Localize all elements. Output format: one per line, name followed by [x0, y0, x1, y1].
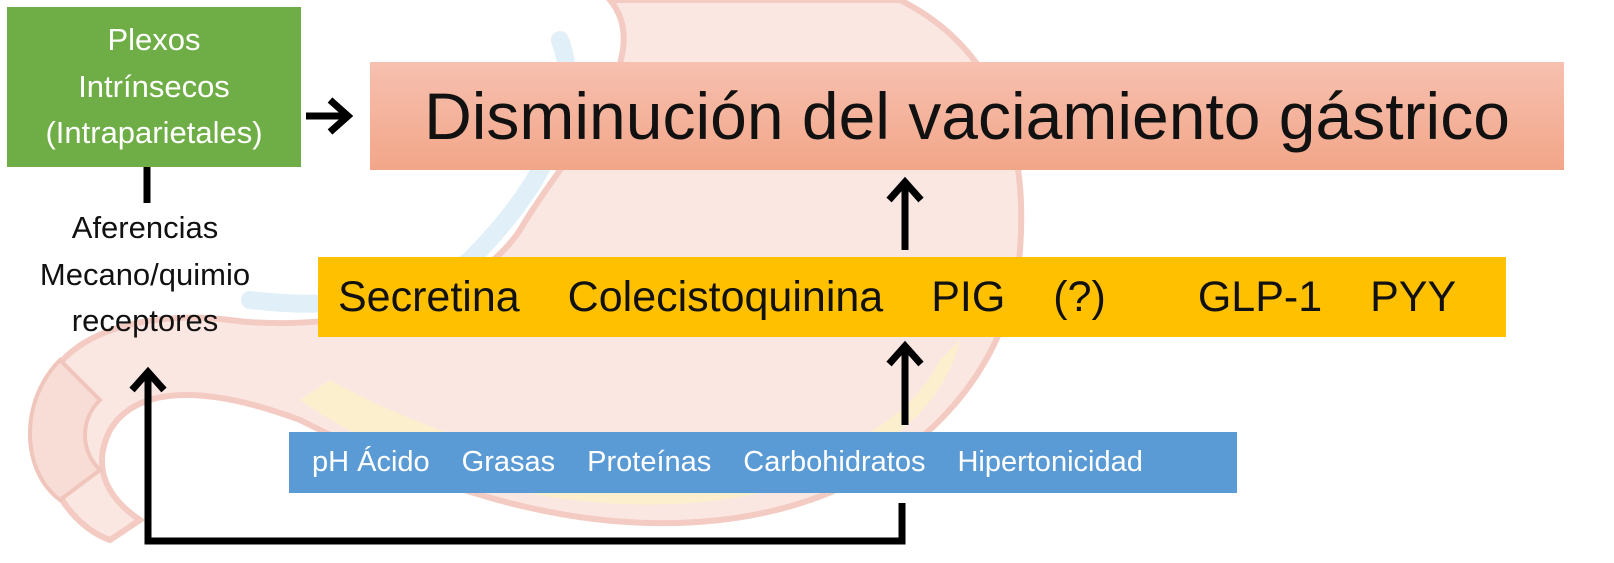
- hormone-pig: PIG: [931, 272, 1006, 321]
- hormone-colecistoquinina: Colecistoquinina: [567, 272, 884, 321]
- hormone-pyy: PYY: [1370, 272, 1457, 321]
- plexos-line-1: Plexos: [107, 22, 201, 58]
- stimulus-grasas: Grasas: [461, 446, 556, 478]
- stimulus-hipertonicidad: Hipertonicidad: [957, 446, 1143, 478]
- stimulus-proteinas: Proteínas: [587, 446, 712, 478]
- outcome-box: Disminución del vaciamiento gástrico: [370, 62, 1564, 170]
- plexos-box: Plexos Intrínsecos (Intraparietales): [7, 7, 301, 167]
- stimuli-box: pH Ácido Grasas Proteínas Carbohidratos …: [289, 432, 1237, 493]
- stimulus-carbohidratos: Carbohidratos: [743, 446, 926, 478]
- plexos-line-2: Intrínsecos: [78, 68, 230, 104]
- afferents-label: Aferencias Mecano/quimio receptores: [0, 205, 290, 345]
- plexos-line-3: (Intraparietales): [45, 115, 263, 151]
- hormone-unknown: (?): [1053, 272, 1106, 321]
- hormone-secretina: Secretina: [338, 272, 520, 321]
- hormones-box: Secretina Colecistoquinina PIG (?) GLP-1…: [318, 257, 1506, 337]
- hormone-glp1: GLP-1: [1197, 272, 1323, 321]
- outcome-text: Disminución del vaciamiento gástrico: [424, 79, 1510, 153]
- intestine-tube: [28, 357, 104, 503]
- afferents-line-3: receptores: [71, 303, 219, 338]
- afferents-line-1: Aferencias: [71, 210, 219, 245]
- stimulus-ph-acido: pH Ácido: [312, 446, 430, 478]
- afferents-line-2: Mecano/quimio: [39, 256, 251, 292]
